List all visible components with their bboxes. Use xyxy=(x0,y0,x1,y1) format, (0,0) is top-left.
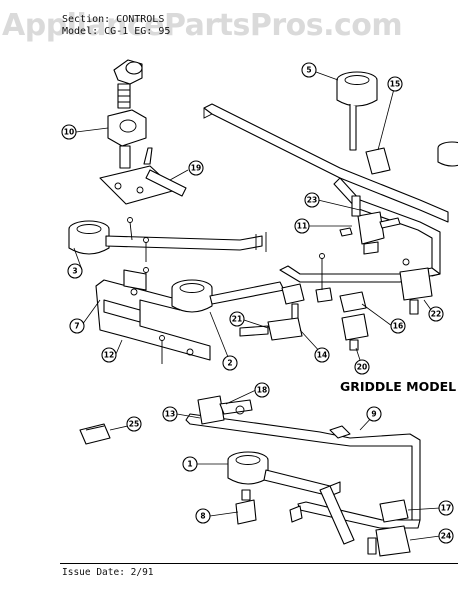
svg-text:14: 14 xyxy=(317,351,327,360)
part-15 xyxy=(365,147,391,175)
section-title: Section: CONTROLS xyxy=(62,14,165,25)
callout-16: 16 xyxy=(390,318,406,334)
callout-20: 20 xyxy=(354,359,370,375)
svg-text:15: 15 xyxy=(390,80,400,89)
svg-text:21: 21 xyxy=(232,315,242,324)
burner-top-right xyxy=(437,141,458,167)
svg-text:5: 5 xyxy=(306,66,311,75)
bracket-griddle xyxy=(289,485,355,545)
svg-text:7: 7 xyxy=(74,322,79,331)
bracket-valve-19 xyxy=(99,147,187,205)
igniter-25 xyxy=(79,423,111,445)
callout-5: 5 xyxy=(301,62,317,78)
regulator-assembly xyxy=(107,59,147,169)
issue-date: Issue Date: 2/91 xyxy=(62,567,154,578)
footer-rule xyxy=(60,563,458,564)
callout-8: 8 xyxy=(195,508,211,524)
svg-text:20: 20 xyxy=(357,363,367,372)
valve-24 xyxy=(367,525,411,557)
callout-1: 1 xyxy=(182,456,198,472)
griddle-model-label: GRIDDLE MODEL xyxy=(340,379,457,394)
callout-7: 7 xyxy=(69,318,85,334)
valve-23 xyxy=(351,195,401,255)
svg-text:13: 13 xyxy=(165,410,175,419)
svg-text:22: 22 xyxy=(431,310,441,319)
callout-21: 21 xyxy=(229,311,245,327)
svg-text:9: 9 xyxy=(371,410,376,419)
svg-text:8: 8 xyxy=(200,512,205,521)
main-manifold-pipe xyxy=(203,103,449,283)
svg-text:2: 2 xyxy=(227,359,232,368)
svg-text:1: 1 xyxy=(187,460,192,469)
callout-11: 11 xyxy=(294,218,310,234)
valve-22 xyxy=(399,267,433,315)
callout-25: 25 xyxy=(126,416,142,432)
svg-text:17: 17 xyxy=(441,504,451,513)
mounting-bracket xyxy=(95,269,211,361)
svg-text:25: 25 xyxy=(129,420,139,429)
screw-11 xyxy=(339,227,353,237)
callout-24: 24 xyxy=(438,528,454,544)
svg-text:16: 16 xyxy=(393,322,403,331)
callout-10: 10 xyxy=(61,124,77,140)
svg-text:24: 24 xyxy=(441,532,451,541)
svg-text:11: 11 xyxy=(297,222,307,231)
svg-text:3: 3 xyxy=(72,267,77,276)
callout-22: 22 xyxy=(428,306,444,322)
svg-text:23: 23 xyxy=(307,196,317,205)
callout-13: 13 xyxy=(162,406,178,422)
callout-14: 14 xyxy=(314,347,330,363)
screws xyxy=(127,217,410,364)
callout-9: 9 xyxy=(366,406,382,422)
svg-text:12: 12 xyxy=(104,351,114,360)
burner-top-center xyxy=(336,71,378,151)
burner-center xyxy=(171,279,285,313)
model-title: Model: CG-1 EG: 95 xyxy=(62,26,171,37)
callout-15: 15 xyxy=(387,76,403,92)
callout-19: 19 xyxy=(188,160,204,176)
callout-12: 12 xyxy=(101,347,117,363)
valve-20 xyxy=(341,313,369,351)
valve-16 xyxy=(339,291,367,313)
burner-left xyxy=(68,220,267,255)
callout-3: 3 xyxy=(67,263,83,279)
svg-text:19: 19 xyxy=(191,164,201,173)
spark-igniter-8 xyxy=(235,489,257,525)
valve-17 xyxy=(379,499,409,523)
callout-23: 23 xyxy=(304,192,320,208)
svg-text:10: 10 xyxy=(64,128,74,137)
valve-21 xyxy=(239,317,303,341)
callout-17: 17 xyxy=(438,500,454,516)
callout-18: 18 xyxy=(254,382,270,398)
callout-2: 2 xyxy=(222,355,238,371)
svg-text:18: 18 xyxy=(257,386,267,395)
watermark: AppliancePartsPros.com xyxy=(2,8,403,43)
clip xyxy=(315,287,333,303)
